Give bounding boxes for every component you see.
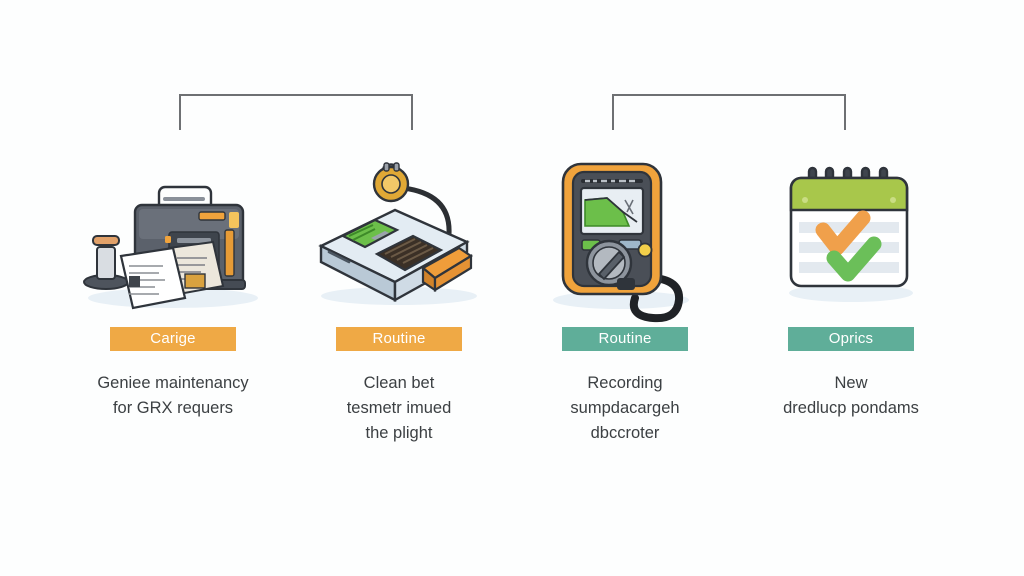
caption-line: sumpdacargeh <box>570 399 680 417</box>
handheld-meter-with-probe-icon <box>299 150 499 315</box>
badge-column-3[interactable]: Routine <box>562 327 688 351</box>
badge-column-1[interactable]: Carige <box>110 327 236 351</box>
column-1: Carige Geniee maintenancy for GRX requer… <box>60 150 286 446</box>
caption-column-4: New dredlucp pondams <box>745 371 957 421</box>
caption-line: tesmetr imued <box>346 399 452 417</box>
caption-line: New <box>834 374 868 392</box>
caption-line: the plight <box>365 424 433 442</box>
caption-column-3: Recording sumpdacargeh dbccroter <box>519 371 731 446</box>
caption-column-1: Geniee maintenancy for GRX requers <box>67 371 279 421</box>
badge-column-2[interactable]: Routine <box>336 327 462 351</box>
column-3: Routine Recording sumpdacargeh dbccroter <box>512 150 738 446</box>
column-2: Routine Clean bet tesmetr imued the plig… <box>286 150 512 446</box>
caption-line: Clean bet <box>363 374 435 392</box>
digital-multimeter-with-graph-icon <box>525 150 725 323</box>
caption-line: for GRX requers <box>112 399 234 417</box>
caption-line: dbccroter <box>590 424 660 442</box>
field-tester-case-with-documents-icon <box>73 150 273 315</box>
caption-line: Geniee maintenancy <box>97 374 249 392</box>
column-group: Carige Geniee maintenancy for GRX requer… <box>60 150 964 446</box>
calendar-with-checkmarks-icon <box>751 150 951 315</box>
connector-bracket-left <box>179 94 413 130</box>
caption-column-2: Clean bet tesmetr imued the plight <box>293 371 505 446</box>
caption-line: dredlucp pondams <box>783 399 919 417</box>
connector-bracket-right <box>612 94 846 130</box>
caption-line: Recording <box>587 374 663 392</box>
column-4: Oprics New dredlucp pondams <box>738 150 964 446</box>
badge-column-4[interactable]: Oprics <box>788 327 914 351</box>
